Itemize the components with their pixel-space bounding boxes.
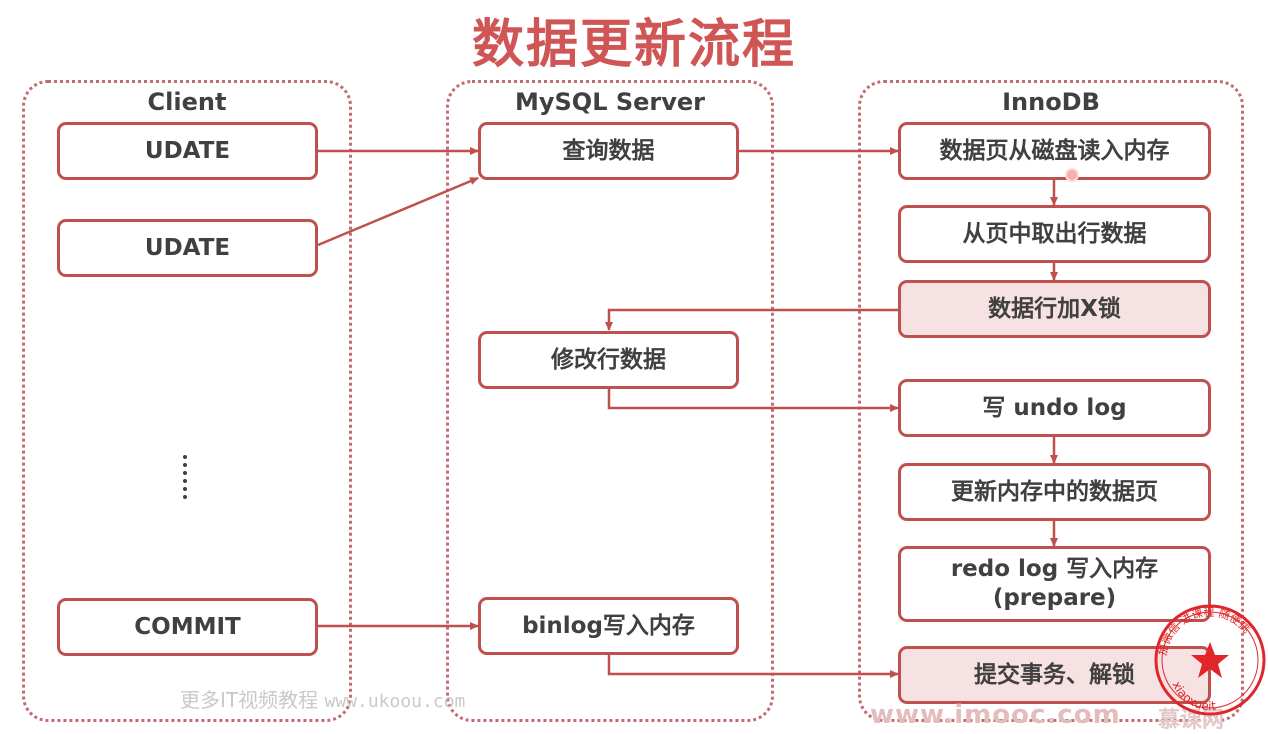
client-commit-box: COMMIT bbox=[57, 598, 318, 656]
arrow-lock-row-to-modify bbox=[605, 308, 898, 331]
ellipsis-vertical bbox=[183, 455, 189, 503]
seal-stamp-icon: 加微信 进课程 随便挑 xiaoxueit bbox=[1154, 604, 1266, 716]
innodb-load-page-box: 数据页从磁盘读入内存 bbox=[898, 122, 1211, 180]
innodb-fetch-row-box: 从页中取出行数据 bbox=[898, 205, 1211, 263]
server-modify-box: 修改行数据 bbox=[478, 331, 739, 389]
server-binlog-box: binlog写入内存 bbox=[478, 597, 739, 655]
watermark-imooc-url: www.imooc.com bbox=[870, 700, 1121, 730]
seal-text-bottom: xiaoxueit bbox=[1170, 679, 1217, 713]
innodb-redo-box: redo log 写入内存 (prepare) bbox=[898, 546, 1211, 622]
arrow-update2-to-query bbox=[317, 176, 479, 247]
client-lane bbox=[22, 80, 352, 722]
innodb-undo-box: 写 undo log bbox=[898, 379, 1211, 437]
watermark-brand: 慕课网 bbox=[1158, 708, 1225, 733]
client-update-box-1: UDATE bbox=[57, 122, 318, 180]
arrow-modify-to-undo bbox=[607, 389, 899, 412]
client-update-box-2: UDATE bbox=[57, 219, 318, 277]
redo-line-2: (prepare) bbox=[992, 585, 1117, 611]
svg-text:xiaoxueit: xiaoxueit bbox=[1170, 679, 1217, 713]
innodb-lane bbox=[858, 80, 1244, 722]
server-query-box: 查询数据 bbox=[478, 122, 739, 180]
watermark-left-url: www.ukoou.com bbox=[324, 691, 466, 712]
cursor-pointer-icon bbox=[1065, 168, 1079, 182]
server-lane-title: MySQL Server bbox=[514, 88, 706, 116]
page-title: 数据更新流程 bbox=[471, 15, 796, 75]
redo-line-1: redo log 写入内存 bbox=[950, 556, 1159, 583]
watermark-left-cn: 更多IT视频教程 bbox=[180, 688, 319, 712]
innodb-update-page-box: 更新内存中的数据页 bbox=[898, 463, 1211, 521]
innodb-lane-title: InnoDB bbox=[1002, 88, 1100, 116]
innodb-lock-row-box: 数据行加X锁 bbox=[898, 280, 1211, 338]
innodb-commit-unlock-box: 提交事务、解锁 bbox=[898, 646, 1211, 704]
server-lane bbox=[446, 80, 774, 722]
client-lane-title: Client bbox=[147, 88, 227, 116]
arrow-binlog-to-commit-unlock bbox=[607, 655, 899, 678]
watermark-left: 更多IT视频教程 www.ukoou.com bbox=[180, 684, 465, 713]
